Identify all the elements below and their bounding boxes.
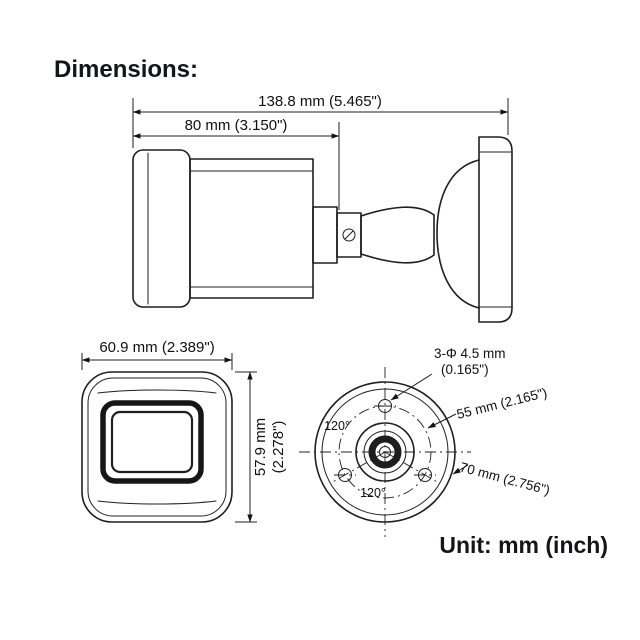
front-height-label-mm: 57.9 mm <box>252 418 269 476</box>
base-view-drawing <box>314 381 456 523</box>
angle-label-2: 120° <box>360 486 386 500</box>
body-length-label: 80 mm (3.150") <box>185 117 288 134</box>
angle-label-1: 120° <box>324 419 350 433</box>
base-view-leader-lines <box>390 373 469 475</box>
pitch-circle-label: 55 mm (2.165") <box>455 385 548 422</box>
side-view-drawing <box>132 136 513 323</box>
page-title: Dimensions: <box>54 56 199 83</box>
total-length-label: 138.8 mm (5.465") <box>258 93 382 110</box>
outer-diameter-label: 70 mm (2.756") <box>458 459 551 497</box>
unit-note: Unit: mm (inch) <box>439 532 608 558</box>
hole-callout-line1: 3-Φ 4.5 mm <box>434 346 506 361</box>
front-view-drawing <box>81 371 233 523</box>
hole-callout-line2: (0.165") <box>441 362 489 377</box>
front-view-dimension-lines <box>81 353 257 523</box>
side-view-dimension-lines <box>132 98 509 210</box>
front-width-label: 60.9 mm (2.389") <box>99 339 214 356</box>
base-view-centerlines <box>299 367 471 537</box>
front-height-label-inch: (2.278") <box>270 421 287 474</box>
